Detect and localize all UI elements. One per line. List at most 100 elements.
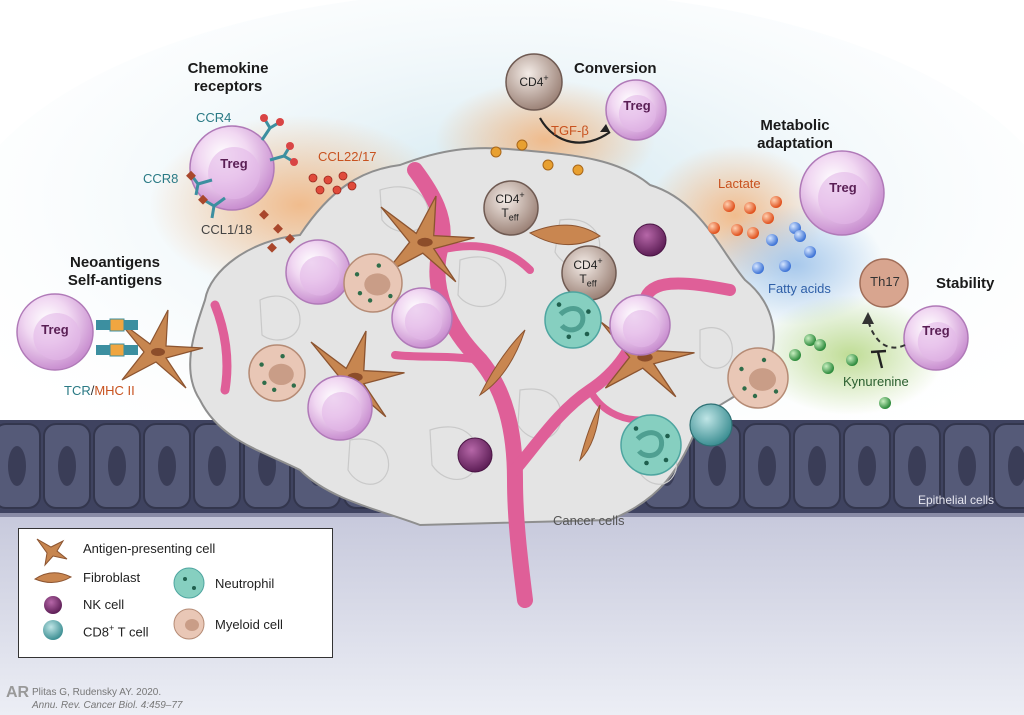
ccl22-17-particle bbox=[332, 185, 342, 195]
tcr-slash: / bbox=[90, 383, 95, 398]
legend-item-neutrophil: Neutrophil bbox=[215, 576, 275, 591]
neutrophil-granule bbox=[665, 433, 670, 439]
cd4-sup: + bbox=[543, 73, 549, 83]
th17-label: Th17 bbox=[870, 274, 900, 289]
fatty-acid-molecule bbox=[779, 260, 791, 272]
tcr-mhc-label: TCR/MHC II bbox=[64, 383, 135, 398]
treg-label-chemokine: Treg bbox=[220, 156, 248, 171]
cd4-text: CD4 bbox=[519, 75, 544, 89]
cd8-text: CD8 bbox=[83, 624, 110, 640]
cd4-text: CD4 bbox=[573, 258, 598, 272]
citation-line-2: Annu. Rev. Cancer Biol. 4:459–77 bbox=[32, 700, 183, 711]
ccl22-17-particle bbox=[315, 185, 325, 195]
receptor-ligand-dots bbox=[186, 114, 298, 205]
kynurenine-molecule bbox=[822, 362, 834, 374]
legend-item-cd8: CD8+ T cell bbox=[83, 623, 148, 639]
epithelial-nucleus bbox=[808, 446, 826, 486]
fibroblasts bbox=[478, 224, 601, 462]
myeloid-cell-granule bbox=[357, 290, 363, 296]
epithelial-nucleus bbox=[158, 446, 176, 486]
fatty-acids-label: Fatty acids bbox=[768, 281, 831, 296]
cancer-cell-outlines bbox=[259, 186, 733, 485]
ccr8-label: CCR8 bbox=[143, 171, 179, 186]
epithelial-nucleus bbox=[858, 446, 876, 486]
blood-vessel-branch bbox=[210, 300, 232, 395]
epithelial-nucleus bbox=[108, 446, 126, 486]
treg-label-conversion: Treg bbox=[623, 98, 651, 113]
stability-arrowhead bbox=[862, 312, 874, 324]
stability-title: Stability bbox=[936, 275, 995, 292]
epithelial-nucleus bbox=[58, 446, 76, 486]
myeloid-cell-granule bbox=[761, 357, 767, 363]
fatty-acid-molecule bbox=[804, 246, 816, 258]
citation: Plitas G, Rudensky AY. 2020. Annu. Rev. … bbox=[6, 685, 183, 712]
neutrophil-granule bbox=[663, 457, 669, 463]
ccl1-18-particle bbox=[285, 233, 295, 244]
lactate-molecule bbox=[770, 196, 782, 208]
treg-in-tumor-nucleus bbox=[404, 303, 443, 341]
legend-item-myeloid: Myeloid cell bbox=[215, 617, 283, 632]
tgf-beta-particles bbox=[490, 139, 584, 176]
cd4-sup: + bbox=[519, 190, 525, 200]
annual-reviews-logo: AR bbox=[6, 684, 30, 701]
treg-label-stability: Treg bbox=[922, 323, 950, 338]
cd8-t-cell bbox=[689, 403, 733, 447]
neutrophil-nucleus bbox=[558, 306, 586, 333]
myeloid-cell-granule bbox=[739, 366, 744, 372]
myeloid-cell-granule bbox=[291, 383, 296, 388]
kynurenine-molecule bbox=[814, 339, 826, 351]
treg-label-neoantigen: Treg bbox=[41, 322, 69, 337]
fatty-acid-molecule bbox=[752, 262, 764, 274]
lactate-molecule bbox=[747, 227, 759, 239]
cd4-text: CD4 bbox=[495, 192, 520, 206]
epithelial-nucleus bbox=[8, 446, 26, 486]
cd4-cell-conversion bbox=[505, 53, 563, 111]
teff-text: T bbox=[501, 206, 509, 220]
cd4-sup: + bbox=[597, 256, 603, 266]
ccr4-label: CCR4 bbox=[196, 110, 232, 125]
blood-vessel-branch bbox=[391, 351, 484, 364]
chemokine-particles bbox=[259, 171, 357, 258]
neutrophil-granule bbox=[566, 334, 572, 340]
ccl22-17-label: CCL22/17 bbox=[318, 149, 377, 164]
neutrophil bbox=[544, 291, 602, 349]
neutrophil bbox=[620, 414, 682, 476]
myeloid-cell-granule bbox=[354, 272, 360, 277]
mhc-label: MHC II bbox=[94, 383, 135, 398]
epithelial-nucleus bbox=[758, 446, 776, 486]
legend-cd8-icon bbox=[43, 620, 63, 640]
legend-item-apc: Antigen-presenting cell bbox=[83, 541, 216, 556]
ccl1-18-label: CCL1/18 bbox=[201, 222, 253, 237]
legend-neutrophil-icon bbox=[173, 567, 205, 599]
kynurenine-label: Kynurenine bbox=[843, 374, 909, 389]
kynurenine-inhibition bbox=[870, 349, 887, 369]
chemokine-line: Chemokine receptors bbox=[187, 60, 269, 95]
treg-metabolic-nucleus bbox=[818, 172, 871, 225]
myeloid-cell-nucleus bbox=[364, 273, 391, 296]
antigen-presenting-cell bbox=[117, 309, 204, 389]
lactate-molecule bbox=[723, 200, 735, 212]
neoantigens-title: Neoantigens Self-antigens bbox=[50, 254, 180, 290]
kynurenine-molecule bbox=[789, 349, 801, 361]
legend-item-nk: NK cell bbox=[83, 597, 125, 612]
treg-chemokine-nucleus bbox=[208, 147, 261, 200]
teff-sub: eff bbox=[508, 212, 519, 223]
legend-fibroblast-icon bbox=[33, 572, 73, 583]
neutrophil-granule bbox=[556, 302, 562, 307]
epithelial-nucleus bbox=[208, 446, 226, 486]
kynurenine-molecule bbox=[879, 397, 891, 409]
myeloid-cell-granule bbox=[272, 387, 277, 392]
myeloid-cell-nucleus bbox=[268, 363, 294, 386]
ccl22-17-particle bbox=[308, 173, 318, 183]
legend-nk-icon bbox=[44, 596, 62, 614]
ccl1-18-particle bbox=[273, 223, 283, 234]
cd4-teff-label-top: CD4+ Teff bbox=[485, 188, 535, 224]
cancer-cells-label: Cancer cells bbox=[553, 513, 625, 528]
ccl22-17-particle bbox=[338, 171, 348, 181]
nk-cell bbox=[457, 437, 493, 473]
ccl22-17-particle bbox=[347, 181, 357, 191]
fatty-acid-molecule bbox=[794, 230, 806, 242]
metabolites bbox=[708, 196, 891, 409]
fibroblast bbox=[478, 329, 526, 397]
teff-text: T bbox=[579, 272, 587, 286]
